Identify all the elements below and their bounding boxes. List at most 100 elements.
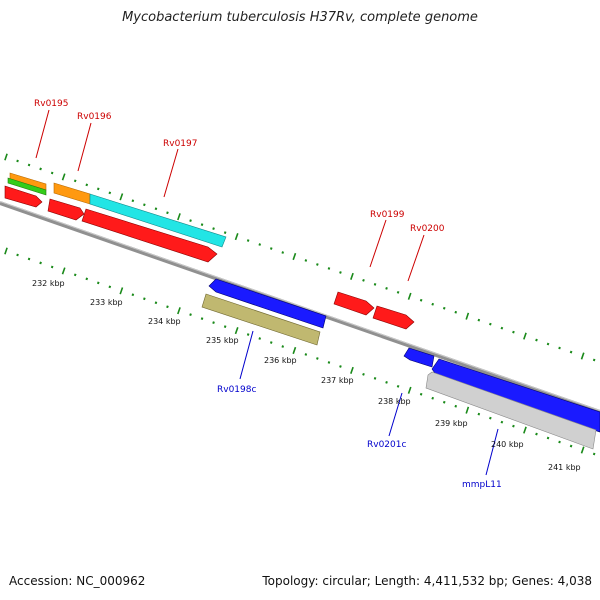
tick-mark	[85, 277, 89, 281]
tick-mark	[292, 346, 297, 355]
tick-mark	[16, 253, 19, 257]
tick-mark	[258, 243, 262, 246]
tick-mark	[281, 251, 285, 254]
tick-mark	[189, 313, 192, 317]
tick-mark	[108, 191, 112, 195]
gene-arrow-rv0197[interactable]	[81, 208, 218, 263]
scale-label: 232 kbp	[32, 279, 65, 288]
scale-label: 237 kbp	[321, 376, 354, 385]
tick-mark	[535, 432, 538, 436]
tick-mark	[580, 446, 585, 454]
tick-mark	[316, 357, 319, 360]
tick-mark	[512, 330, 515, 334]
tick-mark	[131, 293, 135, 297]
tick-mark	[523, 332, 527, 340]
tick-mark	[234, 327, 239, 335]
gene-label-rv0195: Rv0195	[34, 99, 68, 109]
tick-mark	[396, 290, 400, 294]
tick-mark	[407, 386, 412, 394]
tick-mark	[73, 273, 77, 277]
gene-arrow-rv0199[interactable]	[333, 291, 375, 316]
gene-feature-green-1[interactable]	[7, 177, 47, 196]
gene-feature-olive-1[interactable]	[201, 293, 321, 346]
tick-mark	[339, 271, 342, 274]
tick-mark	[373, 376, 377, 380]
gene-arrow-rv0200[interactable]	[372, 305, 415, 330]
tick-mark	[489, 322, 492, 326]
scale-label: 241 kbp	[548, 463, 581, 472]
outer-tick-ring	[4, 153, 596, 362]
tick-mark	[281, 345, 285, 348]
gene-label-rv0199: Rv0199	[370, 210, 405, 220]
leader-line-rv0201c	[388, 392, 403, 437]
tick-mark	[61, 173, 66, 181]
tick-mark	[85, 183, 89, 187]
tick-mark	[477, 318, 481, 322]
tick-mark	[396, 384, 400, 388]
tick-mark	[166, 305, 169, 309]
tick-mark	[431, 302, 435, 306]
tick-mark	[419, 298, 423, 302]
inner-tick-ring	[4, 247, 596, 456]
gene-feature-cyan-1[interactable]	[89, 193, 227, 248]
tick-mark	[258, 337, 262, 340]
tick-mark	[569, 444, 573, 448]
tick-mark	[234, 233, 239, 241]
tick-mark	[442, 306, 446, 310]
gene-label-rv0196: Rv0196	[77, 112, 112, 122]
gene-label-rv0200: Rv0200	[410, 224, 445, 234]
leader-line-rv0198c	[239, 330, 254, 380]
accession-label: Accession: NC_000962	[9, 574, 146, 588]
tick-mark	[292, 252, 297, 261]
tick-mark	[154, 207, 158, 211]
scale-label: 238 kbp	[378, 397, 411, 406]
tick-mark	[316, 263, 319, 266]
tick-mark	[246, 333, 250, 336]
gene-arrow-rv0196[interactable]	[47, 198, 85, 221]
tick-mark	[27, 257, 31, 261]
tick-mark	[50, 171, 54, 175]
tick-mark	[73, 179, 77, 183]
tick-mark	[189, 219, 192, 223]
leader-line-rv0200	[407, 234, 425, 282]
tick-mark	[50, 265, 54, 269]
tick-mark	[454, 310, 458, 314]
tick-mark	[558, 440, 561, 444]
tick-mark	[200, 223, 204, 227]
gene-arrow-rv0195[interactable]	[4, 185, 43, 208]
tick-mark	[477, 412, 481, 416]
gene-arrow-rv0198c[interactable]	[208, 278, 327, 329]
tick-mark	[223, 231, 227, 235]
tick-mark	[385, 380, 388, 384]
tick-mark	[500, 420, 504, 424]
tick-mark	[27, 163, 31, 167]
tick-mark	[212, 227, 215, 231]
gene-arrow-rv0201c[interactable]	[403, 347, 435, 368]
tick-mark	[431, 396, 435, 400]
tick-mark	[407, 292, 412, 300]
tick-mark	[304, 259, 308, 262]
scale-label: 233 kbp	[90, 298, 123, 307]
tick-mark	[16, 159, 19, 163]
tick-mark	[512, 424, 515, 428]
tick-mark	[39, 167, 42, 171]
tick-mark	[489, 416, 492, 420]
map-title: Mycobacterium tuberculosis H37Rv, comple…	[122, 10, 478, 25]
tick-mark	[39, 261, 42, 265]
tick-mark	[592, 358, 596, 362]
tick-mark	[177, 307, 181, 315]
tick-mark	[304, 353, 308, 356]
gene-feature-orange-2[interactable]	[53, 182, 91, 205]
genome-backbone-highlight	[0, 201, 600, 411]
tick-mark	[131, 199, 135, 203]
tick-mark	[535, 338, 538, 342]
tick-mark	[4, 247, 8, 255]
gene-feature-gray-1[interactable]	[425, 371, 597, 450]
tick-mark	[269, 341, 273, 344]
leader-line-rv0199	[369, 219, 387, 268]
tick-mark	[327, 361, 331, 364]
tick-mark	[546, 342, 550, 346]
tick-mark	[362, 278, 365, 282]
tick-mark	[212, 321, 215, 325]
